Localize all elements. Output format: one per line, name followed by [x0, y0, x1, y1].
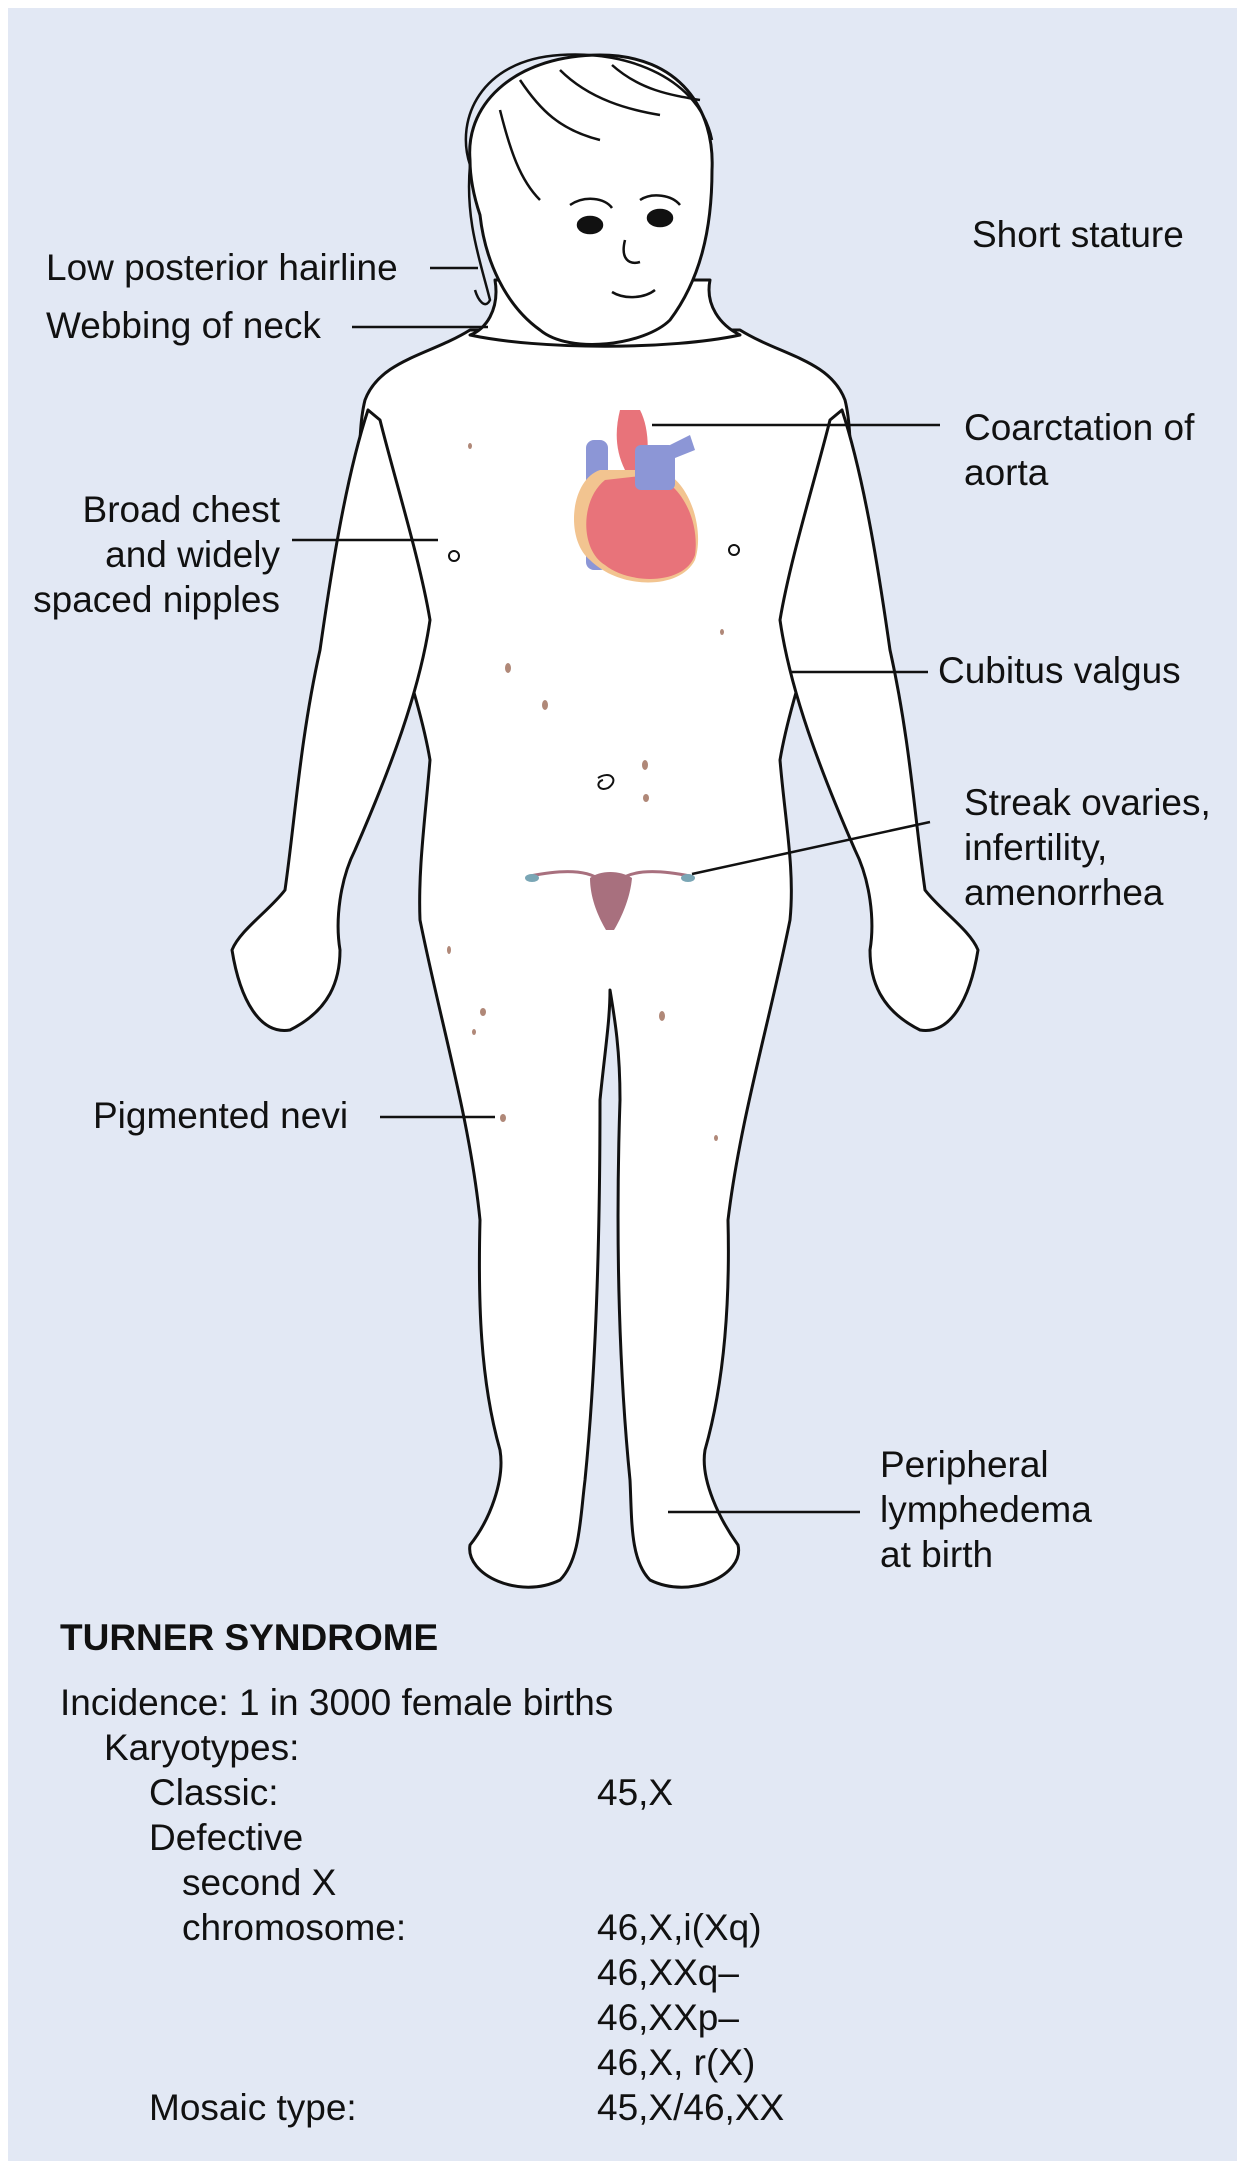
incidence-text: Incidence: 1 in 3000 female births [60, 1682, 614, 1723]
body-outline [230, 53, 980, 1589]
defective-value-2: 46,XXq– [597, 1952, 739, 1993]
label-line: infertility, [964, 827, 1108, 868]
label-cubitus-valgus: Cubitus valgus [938, 650, 1181, 691]
uterus-ovaries [525, 870, 695, 930]
heart [573, 410, 699, 583]
label-line: Streak ovaries, [964, 782, 1211, 823]
mosaic-label: Mosaic type: [149, 2087, 357, 2128]
label-webbing-of-neck: Webbing of neck [46, 305, 321, 346]
karyotypes-heading: Karyotypes: [104, 1727, 300, 1768]
nipples-navel [448, 544, 740, 790]
label-line: amenorrhea [964, 872, 1164, 913]
label-line: Broad chest [82, 489, 280, 530]
defective-value-3: 46,XXp– [597, 1997, 739, 2038]
face [569, 194, 681, 299]
pigmented-nevi-spots [447, 443, 724, 1141]
label-line: Peripheral [880, 1444, 1049, 1485]
label-short-stature: Short stature [972, 214, 1184, 255]
classic-label: Classic: [149, 1772, 279, 1813]
label-pigmented-nevi: Pigmented nevi [93, 1095, 349, 1136]
label-coarctation-of-aorta: Coarctation of aorta [964, 405, 1194, 495]
label-peripheral-lymphedema: Peripheral lymphedema at birth [880, 1442, 1092, 1577]
label-line: at birth [880, 1534, 994, 1575]
classic-value: 45,X [597, 1772, 674, 1813]
label-broad-chest: Broad chest and widely spaced nipples [33, 487, 280, 622]
defective-value-1: 46,X,i(Xq) [597, 1907, 762, 1948]
label-low-posterior-hairline: Low posterior hairline [46, 247, 398, 288]
label-line: and widely [105, 534, 280, 575]
mosaic-value: 45,X/46,XX [597, 2087, 785, 2128]
defective-label-line2: second X [182, 1862, 337, 1903]
label-line: spaced nipples [33, 579, 280, 620]
syndrome-title: TURNER SYNDROME [60, 1617, 439, 1658]
defective-label-line3: chromosome: [182, 1907, 407, 1948]
hair [464, 53, 714, 306]
label-line: aorta [964, 452, 1049, 493]
label-streak-ovaries: Streak ovaries, infertility, amenorrhea [964, 780, 1211, 915]
leader-lines [292, 266, 940, 1514]
defective-value-4: 46,X, r(X) [597, 2042, 756, 2083]
label-line: Coarctation of [964, 407, 1195, 448]
label-line: lymphedema [880, 1489, 1092, 1530]
defective-label-line1: Defective [149, 1817, 304, 1858]
